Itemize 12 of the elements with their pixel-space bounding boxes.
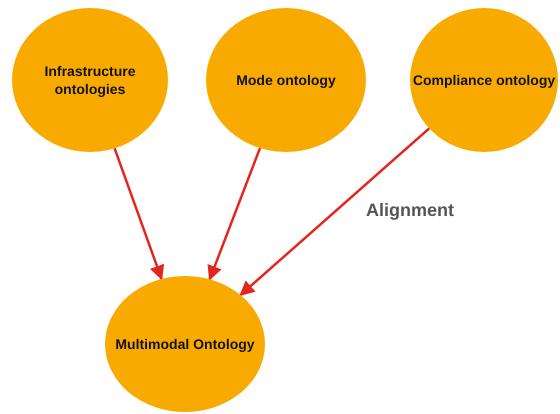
node-label: Infrastructure ontologies <box>43 62 137 98</box>
arrow <box>208 148 262 281</box>
ontology-circle <box>206 8 366 152</box>
arrow <box>239 127 430 296</box>
ontology-circle <box>105 276 265 412</box>
arrow <box>113 148 164 280</box>
node-label: Mode ontology <box>236 70 336 90</box>
node-label: Multimodal Ontology <box>115 334 255 354</box>
ontology-circle <box>12 8 168 152</box>
alignment-label: Alignment <box>366 200 454 221</box>
ontology-circle <box>410 8 558 152</box>
node-label: Compliance ontology <box>412 70 556 90</box>
